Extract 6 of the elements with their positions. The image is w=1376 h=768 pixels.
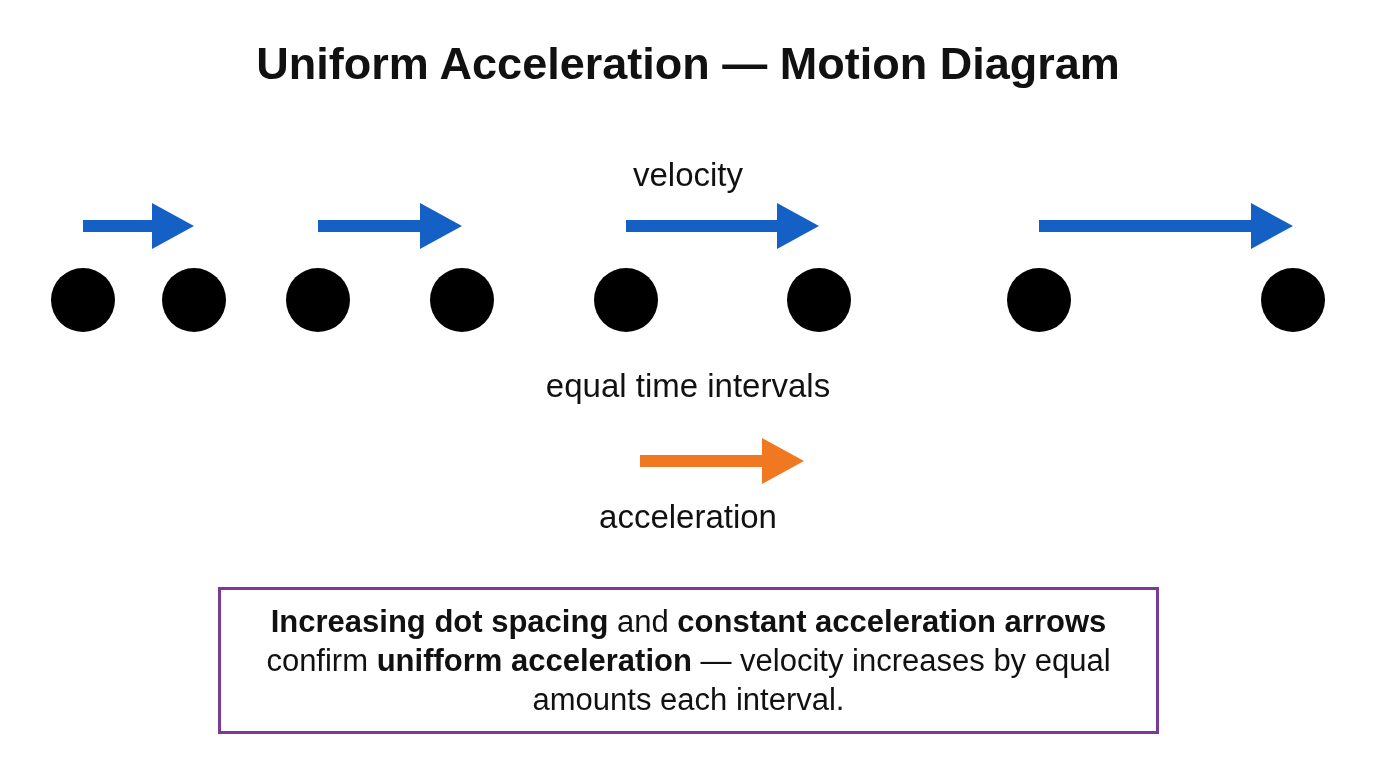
acceleration-label: acceleration	[599, 497, 777, 537]
note-text: Increasing dot spacing and constant acceleration arrows confirm unifform acceleration — velocity increases by equal amounts each interval.	[265, 603, 1112, 719]
note-box	[218, 587, 1159, 734]
diagram-title: Uniform Acceleration — Motion Diagram	[255, 37, 1121, 91]
velocity-label: velocity	[633, 155, 743, 195]
time-interval-label: equal time intervals	[545, 366, 831, 406]
